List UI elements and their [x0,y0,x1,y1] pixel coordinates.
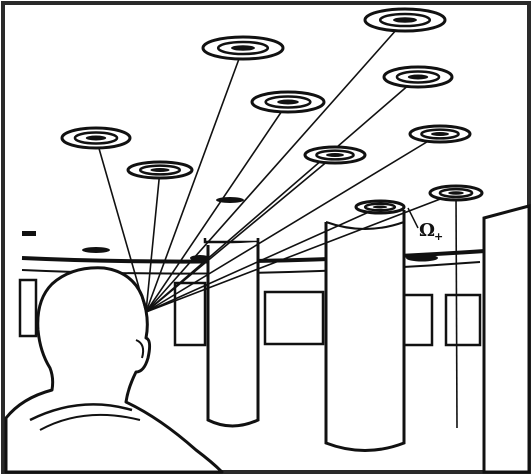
ceiling-speaker-s2 [128,162,192,178]
omega-symbol: Ω [419,220,435,241]
door-panel-right [484,206,529,472]
ceiling-speaker-s9 [356,201,404,213]
vertical-ray [456,193,457,428]
ceiling-speaker-s10 [430,186,482,200]
ceiling-speaker-s5 [305,147,365,163]
ceiling-speaker-s4 [252,92,324,112]
ceiling-speaker-s3 [203,37,283,59]
pillar-center [326,210,404,451]
ceiling-speaker-s1 [62,128,130,148]
ceiling-speaker-s6 [365,9,445,31]
ceiling-speaker-s8 [410,126,470,142]
omega-subscript: + [434,230,443,243]
ceiling-speaker-s7 [384,67,452,87]
